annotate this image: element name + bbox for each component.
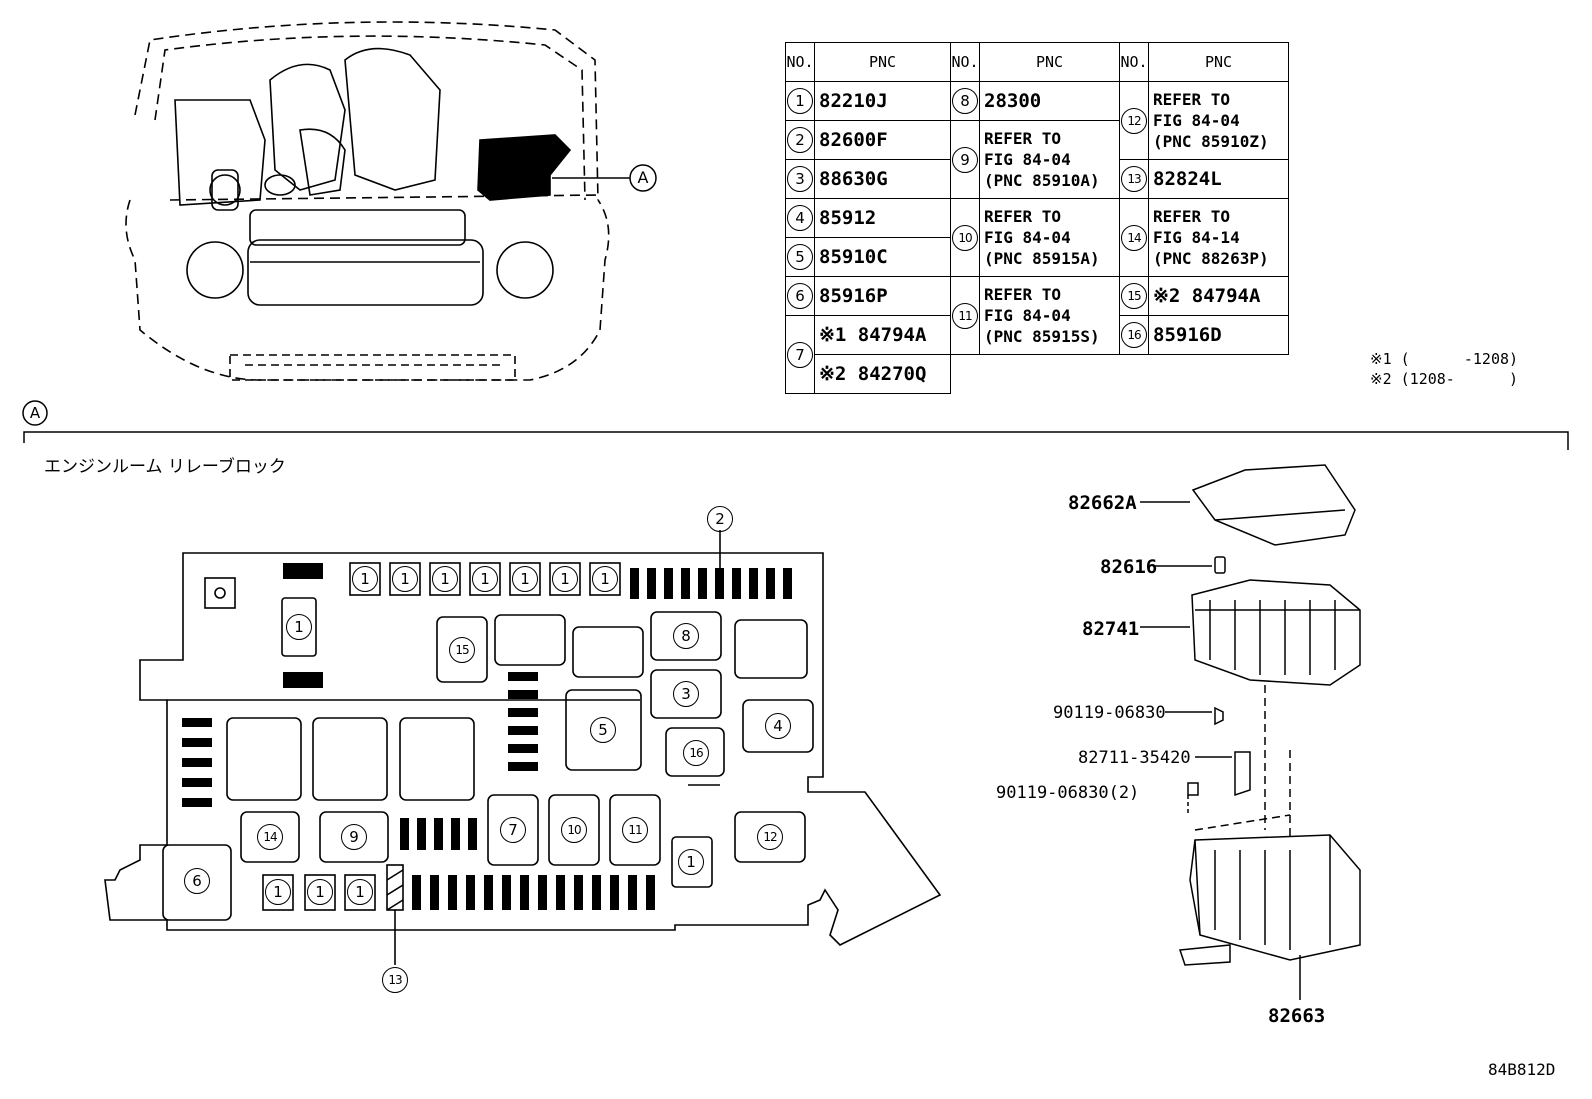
header-pnc-2: PNC bbox=[979, 42, 1120, 82]
callout-no-9: 9 bbox=[952, 146, 978, 173]
callout-8: 8 bbox=[673, 623, 699, 649]
callout-no-15: 15 bbox=[1121, 283, 1147, 309]
part-label-82662A: 82662A bbox=[1068, 492, 1137, 514]
pnc-cell-7b: ※2 84270Q bbox=[814, 354, 951, 394]
callout-11: 11 bbox=[622, 817, 648, 843]
callout-1: 1 bbox=[392, 566, 418, 592]
part-label-82616: 82616 bbox=[1100, 556, 1158, 578]
pnc-cell-7a: ※1 84794A bbox=[814, 315, 951, 355]
part-label-82711-35420: 82711-35420 bbox=[1078, 748, 1191, 768]
pnc-cell-12: REFER TO FIG 84-04 (PNC 85910Z) bbox=[1148, 81, 1289, 160]
callout-7: 7 bbox=[500, 817, 526, 843]
pnc-cell-8: 28300 bbox=[979, 81, 1120, 121]
callout-9: 9 bbox=[341, 824, 367, 850]
callout-1: 1 bbox=[552, 566, 578, 592]
callout-3: 3 bbox=[673, 681, 699, 707]
callout-1: 1 bbox=[678, 849, 704, 875]
part-label-82663: 82663 bbox=[1268, 1005, 1326, 1027]
callout-1: 1 bbox=[592, 566, 618, 592]
callout-1: 1 bbox=[265, 879, 291, 905]
callout-10: 10 bbox=[561, 817, 587, 843]
callout-5: 5 bbox=[590, 717, 616, 743]
note-1: ※1 ( -1208) bbox=[1370, 350, 1519, 368]
callout-1: 1 bbox=[512, 566, 538, 592]
callout-no-7: 7 bbox=[787, 341, 813, 368]
pnc-cell-3: 88630G bbox=[814, 159, 951, 199]
callout-no-13: 13 bbox=[1121, 166, 1147, 192]
section-title: エンジンルーム リレーブロック bbox=[44, 457, 286, 477]
callout-1: 1 bbox=[307, 879, 333, 905]
part-label-90119-06830: 90119-06830 bbox=[1053, 703, 1166, 723]
callout-no-10: 10 bbox=[952, 224, 978, 251]
callout-no-3: 3 bbox=[787, 166, 813, 192]
section-divider bbox=[22, 400, 1569, 450]
pnc-cell-10: REFER TO FIG 84-04 (PNC 85915A) bbox=[979, 198, 1120, 277]
header-no-2: NO. bbox=[950, 42, 980, 82]
header-pnc-3: PNC bbox=[1148, 42, 1289, 82]
pnc-cell-16: 85916D bbox=[1148, 315, 1289, 355]
part-label-90119-06830-2: 90119-06830(2) bbox=[996, 783, 1140, 803]
callout-no-6: 6 bbox=[787, 283, 813, 309]
pnc-cell-2: 82600F bbox=[814, 120, 951, 160]
callout-16: 16 bbox=[683, 740, 709, 766]
pnc-cell-15: ※2 84794A bbox=[1148, 276, 1289, 316]
callout-12: 12 bbox=[757, 824, 783, 850]
callout-no-2: 2 bbox=[787, 127, 813, 153]
marker-a-section: A bbox=[29, 404, 41, 422]
callout-no-4: 4 bbox=[787, 205, 813, 231]
callout-1: 1 bbox=[286, 614, 312, 640]
callout-1: 1 bbox=[352, 566, 378, 592]
callout-no-12: 12 bbox=[1121, 107, 1147, 134]
callout-4: 4 bbox=[765, 713, 791, 739]
note-2: ※2 (1208- ) bbox=[1370, 370, 1519, 388]
pnc-cell-6: 85916P bbox=[814, 276, 951, 316]
callout-13: 13 bbox=[382, 967, 408, 993]
part-label-82741: 82741 bbox=[1082, 618, 1140, 640]
figure-id: 84B812D bbox=[1488, 1060, 1556, 1079]
callout-6: 6 bbox=[184, 868, 210, 894]
pnc-cell-9: REFER TO FIG 84-04 (PNC 85910A) bbox=[979, 120, 1120, 199]
callout-no-11: 11 bbox=[952, 302, 978, 329]
callout-14: 14 bbox=[257, 824, 283, 850]
callout-1: 1 bbox=[472, 566, 498, 592]
callout-1: 1 bbox=[432, 566, 458, 592]
pnc-cell-1: 82210J bbox=[814, 81, 951, 121]
callout-1: 1 bbox=[347, 879, 373, 905]
callout-15: 15 bbox=[449, 637, 475, 663]
callout-no-5: 5 bbox=[787, 244, 813, 270]
pnc-cell-4: 85912 bbox=[814, 198, 951, 238]
pnc-cell-11: REFER TO FIG 84-04 (PNC 85915S) bbox=[979, 276, 1120, 355]
callout-no-1: 1 bbox=[787, 88, 813, 114]
callout-2: 2 bbox=[707, 506, 733, 532]
pnc-cell-13: 82824L bbox=[1148, 159, 1289, 199]
pnc-cell-14: REFER TO FIG 84-14 (PNC 88263P) bbox=[1148, 198, 1289, 277]
callout-no-16: 16 bbox=[1121, 322, 1147, 348]
callout-no-8: 8 bbox=[952, 88, 978, 114]
callout-no-14: 14 bbox=[1121, 224, 1147, 251]
pnc-table: NO. PNC NO. PNC NO. PNC 1 82210J 8 28300… bbox=[785, 42, 1289, 394]
marker-a-top: A bbox=[637, 168, 649, 187]
